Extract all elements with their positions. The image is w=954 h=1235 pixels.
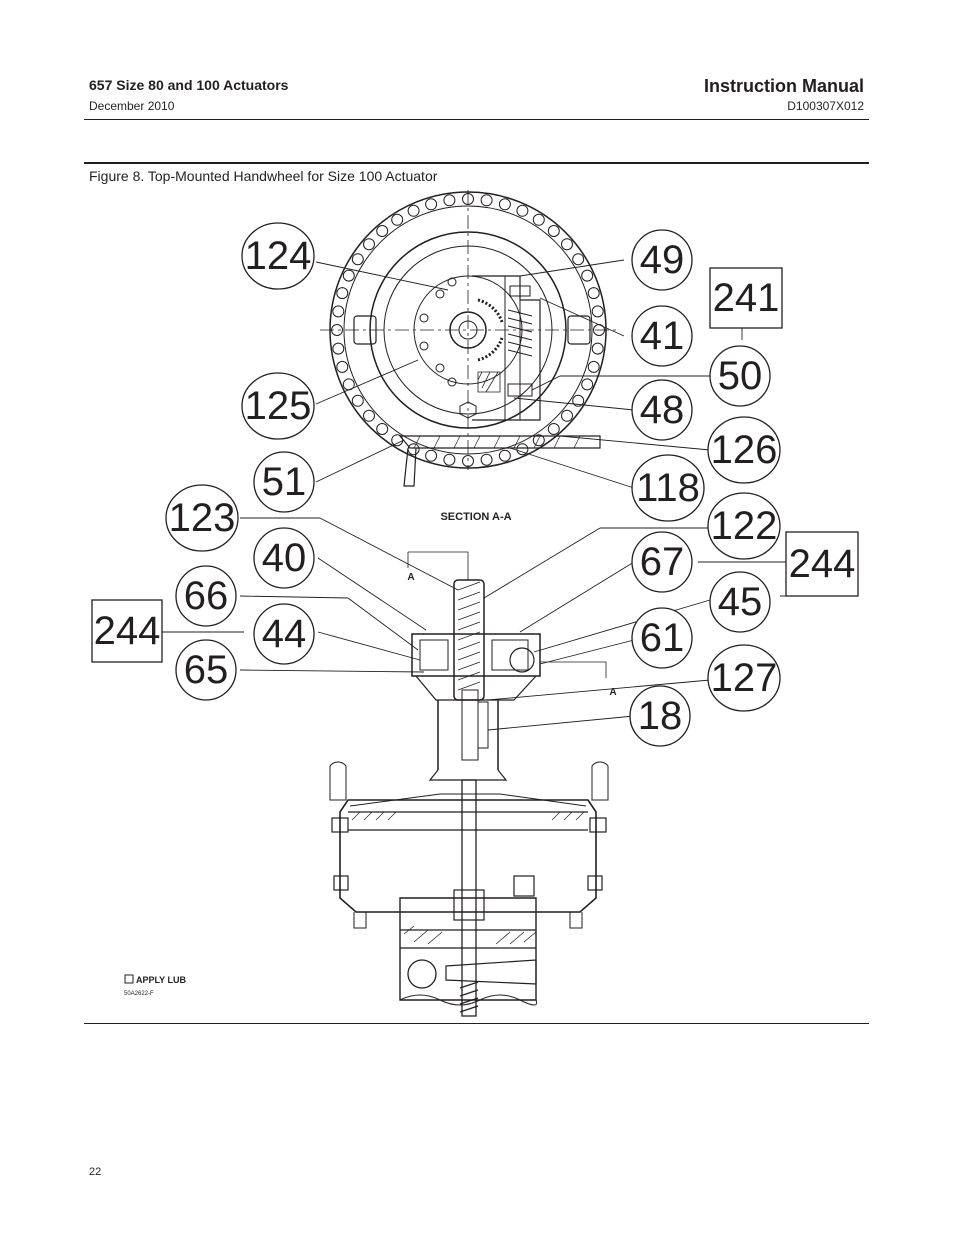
callout-44: 44 — [262, 612, 307, 656]
rim-knob — [342, 269, 355, 282]
callout-67: 67 — [640, 540, 685, 584]
boxed-callouts: 241 244 244 — [91, 267, 859, 663]
rim-knob — [591, 342, 604, 355]
rim-knob — [498, 449, 511, 462]
handwheel-rim-knobs — [331, 193, 605, 467]
drawing-number: 50A2622-F — [124, 991, 154, 997]
rim-knob — [336, 360, 349, 373]
rim-knob — [336, 287, 349, 300]
rim-knob — [572, 394, 585, 407]
rim-knob — [363, 409, 375, 422]
section-mark-top: A — [407, 572, 414, 583]
callout-244-right: 244 — [789, 542, 856, 586]
callout-51: 51 — [262, 460, 307, 504]
rim-knob — [331, 324, 343, 336]
callout-65: 65 — [184, 648, 229, 692]
figure-caption: Figure 8. Top-Mounted Handwheel for Size… — [89, 168, 438, 184]
rim-knob — [581, 269, 594, 282]
section-mark-right: A — [609, 687, 616, 698]
rim-knob — [443, 453, 456, 466]
callout-50: 50 — [718, 354, 763, 398]
document-date: December 2010 — [89, 99, 175, 113]
actuator-section-view — [329, 551, 609, 1017]
rim-knob — [462, 455, 474, 467]
rim-knob — [391, 213, 404, 226]
handwheel-top-view — [320, 190, 620, 487]
document-title: 657 Size 80 and 100 Actuators — [89, 77, 289, 93]
rim-knob — [516, 443, 529, 456]
callouts-left: 124 125 51 123 40 66 44 65 — [165, 222, 315, 701]
rim-knob — [561, 238, 573, 251]
rim-knob — [425, 449, 438, 462]
figure-top-rule — [84, 162, 869, 164]
rim-knob — [351, 253, 364, 266]
rim-knob — [407, 204, 420, 217]
rim-knob — [376, 423, 389, 435]
rim-knob — [376, 225, 389, 237]
callout-124: 124 — [245, 234, 312, 278]
rim-knob — [480, 194, 493, 207]
callout-41: 41 — [640, 314, 685, 358]
rim-knob — [587, 287, 600, 300]
lube-square-icon — [124, 974, 134, 984]
callout-18: 18 — [638, 694, 683, 738]
page-number: 22 — [89, 1166, 102, 1178]
section-label: SECTION A-A — [440, 511, 511, 523]
document-number: D100307X012 — [787, 99, 864, 113]
rim-knob — [587, 360, 600, 373]
callout-127: 127 — [711, 656, 778, 700]
callout-122: 122 — [711, 504, 778, 548]
rim-knob — [547, 225, 560, 237]
rim-knob — [532, 434, 545, 447]
callout-48: 48 — [640, 388, 685, 432]
callout-66: 66 — [184, 574, 229, 618]
header-rule — [84, 119, 869, 120]
rim-knob — [516, 204, 529, 217]
callout-241: 241 — [713, 276, 780, 320]
rim-knob — [547, 423, 560, 435]
callout-49: 49 — [640, 238, 685, 282]
callout-123: 123 — [169, 496, 236, 540]
callout-244-left: 244 — [94, 609, 161, 653]
legend-label: APPLY LUB — [136, 975, 187, 985]
rim-knob — [480, 453, 493, 466]
manual-title: Instruction Manual — [703, 76, 864, 96]
rim-knob — [363, 238, 375, 251]
rim-knob — [462, 193, 474, 205]
callout-125: 125 — [245, 384, 312, 428]
callout-61: 61 — [640, 616, 685, 660]
rim-knob — [591, 305, 604, 318]
rim-knob — [532, 213, 545, 226]
callout-40: 40 — [262, 536, 307, 580]
rim-knob — [391, 434, 404, 447]
callout-118: 118 — [636, 466, 700, 510]
rim-knob — [332, 342, 345, 355]
rim-knob — [572, 253, 585, 266]
rim-knob — [443, 194, 456, 207]
rim-knob — [332, 305, 345, 318]
rim-knob — [498, 198, 511, 211]
callouts-right: 49 41 50 48 126 118 122 67 45 61 127 18 — [629, 229, 781, 747]
callout-45: 45 — [718, 580, 763, 624]
figure-bottom-rule — [84, 1023, 869, 1024]
rim-knob — [561, 409, 573, 422]
callout-126: 126 — [711, 428, 778, 472]
rim-knob — [581, 378, 594, 391]
rim-knob — [425, 198, 438, 211]
rim-knob — [351, 394, 364, 407]
rim-knob — [407, 443, 420, 456]
